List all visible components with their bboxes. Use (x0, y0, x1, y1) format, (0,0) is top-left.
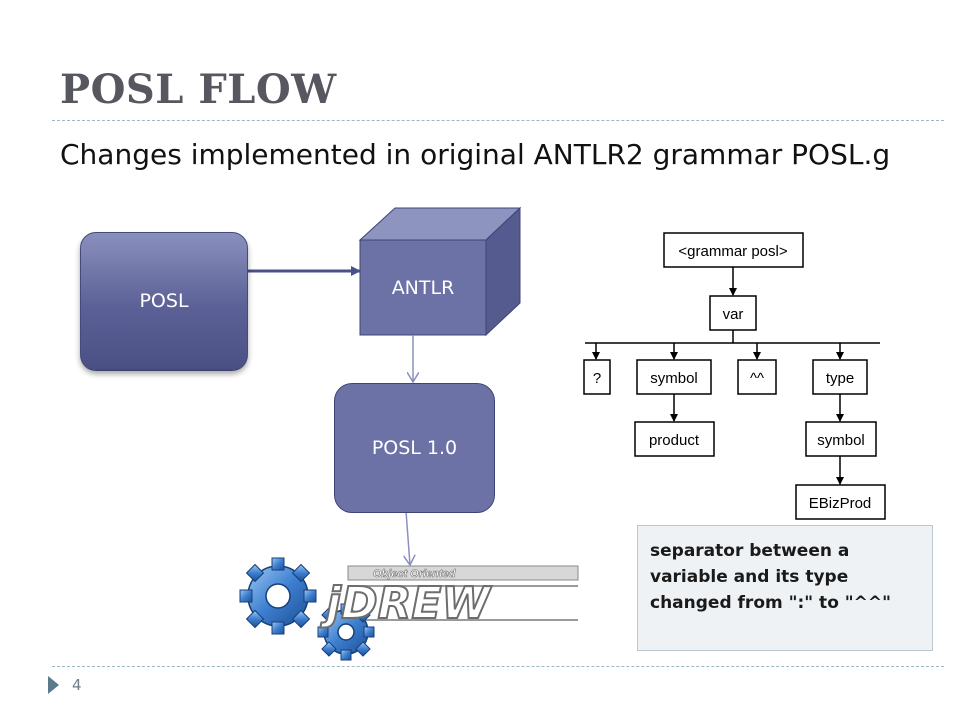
tree-node-product (634, 421, 715, 457)
page-number: 4 (72, 676, 82, 694)
separator-note: separator between a variable and its typ… (637, 525, 933, 651)
gear-icon-small (317, 603, 375, 661)
title-divider (52, 120, 944, 121)
tree-node-caret-label: ^^ (750, 370, 764, 387)
footer-bullet-icon (48, 676, 59, 694)
posl-node-label: POSL (139, 290, 189, 312)
tree-node-symbol-2-label: symbol (817, 432, 865, 449)
tree-node-symbol-2 (805, 421, 877, 457)
footer-divider (52, 666, 944, 667)
slide-title: POSL FLOW (60, 66, 337, 113)
posl-node: POSL (80, 232, 248, 370)
tree-node-question (583, 359, 611, 395)
slide-subtitle: Changes implemented in original ANTLR2 g… (60, 138, 891, 171)
jdrew-tagline: Object Oriented (373, 568, 456, 580)
jdrew-wordmark: jDREW (320, 578, 493, 629)
jdrew-logo: Object Oriented jDREW (239, 557, 579, 661)
arrow-posl10-to-jdrew (406, 510, 410, 565)
tree-node-symbol-label: symbol (650, 370, 698, 387)
tree-node-product-label: product (649, 432, 700, 449)
antlr-cube-front (359, 239, 487, 336)
tree-node-ebizprod (795, 484, 886, 520)
tree-node-var-label: var (723, 306, 744, 323)
grammar-tree: <grammar posl> var ? symbol ^^ type prod… (583, 232, 886, 520)
tree-node-ebizprod-label: EBizProd (809, 495, 872, 512)
antlr-node-label: ANTLR (391, 277, 455, 299)
posl10-node-label: POSL 1.0 (371, 437, 458, 459)
gear-icon (239, 557, 317, 635)
tree-node-root-label: <grammar posl> (678, 243, 787, 260)
tree-node-type (812, 359, 868, 395)
posl10-node: POSL 1.0 (334, 383, 495, 513)
tree-node-question-label: ? (593, 370, 601, 387)
tree-node-type-label: type (826, 370, 854, 387)
tree-node-caret (737, 359, 777, 395)
